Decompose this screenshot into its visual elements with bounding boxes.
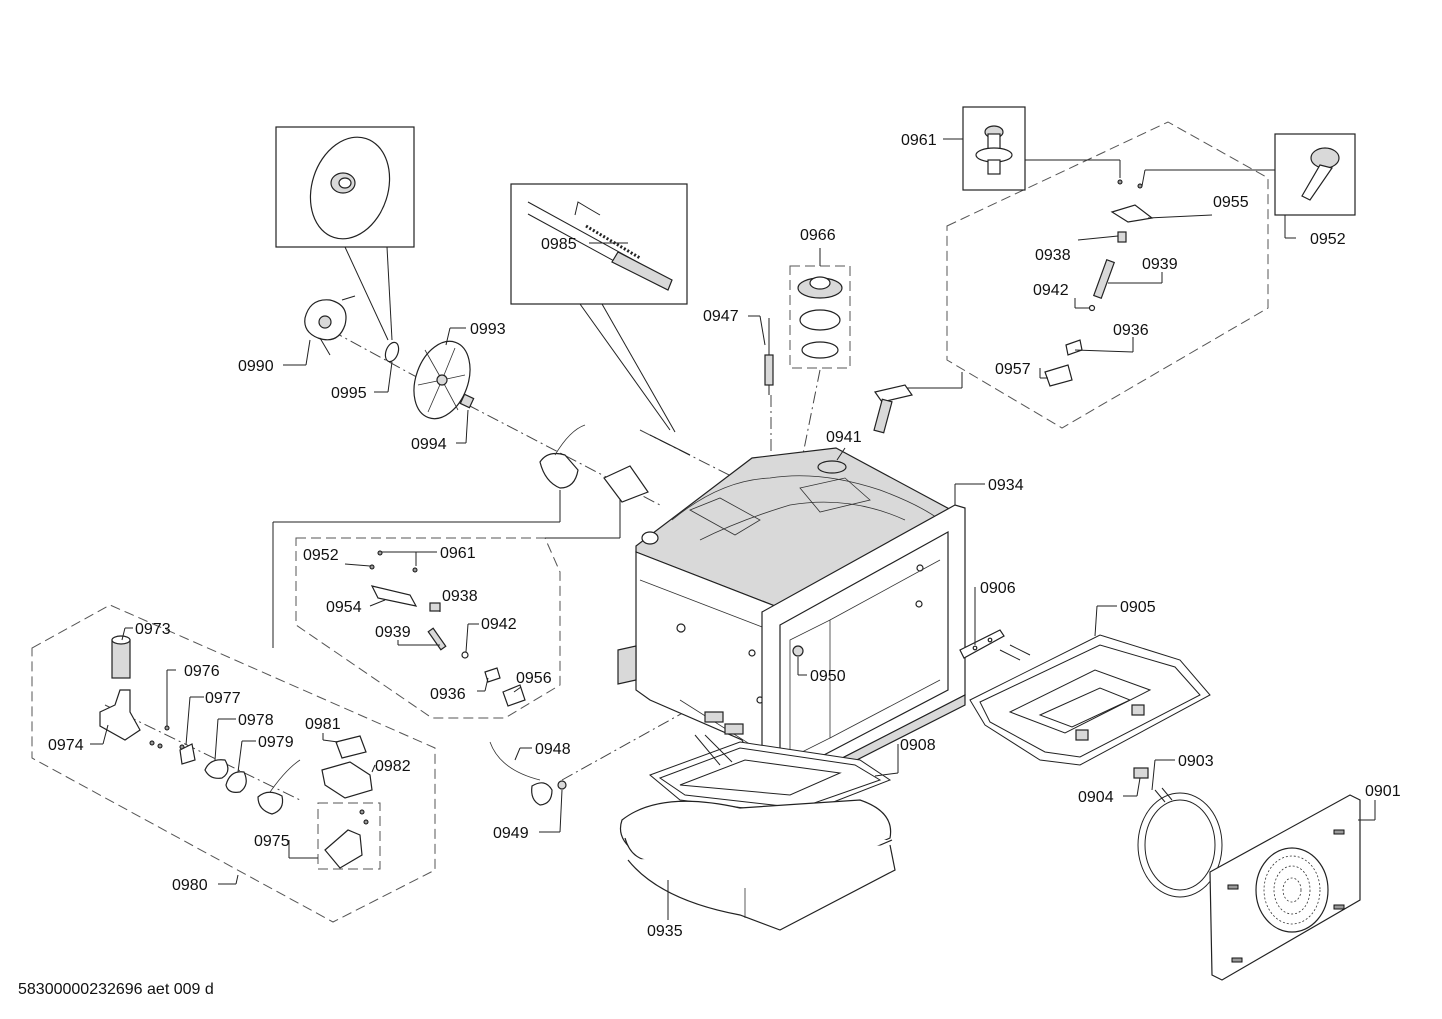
label-0904[interactable]: 0904	[1078, 789, 1114, 806]
label-0995[interactable]: 0995	[331, 385, 367, 402]
bottom-heater-0908	[649, 734, 892, 816]
label-0950[interactable]: 0950	[810, 668, 846, 685]
fan-wheel-0993	[413, 340, 471, 420]
leader-lines	[90, 138, 1376, 920]
label-0982[interactable]: 0982	[375, 758, 411, 775]
grill-heater-0905	[969, 634, 1211, 766]
oven-cavity	[617, 447, 966, 801]
lamp-parts-0966	[797, 276, 843, 359]
label-0947[interactable]: 0947	[703, 308, 739, 325]
label-0976[interactable]: 0976	[184, 663, 220, 680]
fan-motor-0990	[304, 295, 356, 356]
label-0936-left[interactable]: 0936	[430, 686, 466, 703]
label-0994[interactable]: 0994	[411, 436, 447, 453]
label-0978[interactable]: 0978	[238, 712, 274, 729]
group-outline-hinge-left	[295, 537, 561, 719]
label-0908[interactable]: 0908	[900, 737, 936, 754]
label-0973[interactable]: 0973	[135, 621, 171, 638]
nut-0994	[459, 393, 475, 409]
disc-0995	[384, 341, 400, 363]
label-0974[interactable]: 0974	[48, 737, 84, 754]
detail-callout-lines	[272, 159, 1275, 648]
label-0977[interactable]: 0977	[205, 690, 241, 707]
label-0942-right[interactable]: 0942	[1033, 282, 1069, 299]
hinge-part-left	[539, 424, 586, 489]
label-0985[interactable]: 0985	[541, 236, 577, 253]
label-0901[interactable]: 0901	[1365, 783, 1401, 800]
label-0941[interactable]: 0941	[826, 429, 862, 446]
label-0957[interactable]: 0957	[995, 361, 1031, 378]
label-0938-right[interactable]: 0938	[1035, 247, 1071, 264]
label-0961-left[interactable]: 0961	[440, 545, 476, 562]
diagram-code: 58300000232696 aet 009 d	[18, 981, 214, 998]
group-outline-0980	[31, 604, 436, 923]
lamp-seal-0941	[817, 460, 847, 474]
fan-disc-detail	[309, 136, 391, 240]
label-0939-right[interactable]: 0939	[1142, 256, 1178, 273]
hinge-right-parts	[1044, 179, 1154, 387]
label-0936-right[interactable]: 0936	[1113, 322, 1149, 339]
label-0966[interactable]: 0966	[800, 227, 836, 244]
sensor-0947	[764, 318, 774, 395]
label-0942-left[interactable]: 0942	[481, 616, 517, 633]
screw-0952-detail	[1301, 147, 1340, 201]
probe-0985	[649, 434, 691, 456]
door-light-0950	[792, 645, 804, 657]
label-0956[interactable]: 0956	[516, 670, 552, 687]
hinge-bracket-mid	[603, 465, 649, 503]
label-0948[interactable]: 0948	[535, 741, 571, 758]
detail-box-0982	[317, 802, 381, 870]
ring-heater-0903	[1133, 767, 1223, 898]
part-number-labels: 0901 0903 0904 0905 0906 0908 0934 0935 …	[48, 132, 1401, 940]
nut-0949	[557, 780, 567, 790]
label-0990[interactable]: 0990	[238, 358, 274, 375]
label-0993[interactable]: 0993	[470, 321, 506, 338]
label-0981[interactable]: 0981	[305, 716, 341, 733]
label-0934[interactable]: 0934	[988, 477, 1024, 494]
clip-0961-detail	[975, 125, 1013, 175]
label-0954[interactable]: 0954	[326, 599, 362, 616]
label-0906[interactable]: 0906	[980, 580, 1016, 597]
label-0949[interactable]: 0949	[493, 825, 529, 842]
label-0903[interactable]: 0903	[1178, 753, 1214, 770]
label-0961-top[interactable]: 0961	[901, 132, 937, 149]
label-0939-left[interactable]: 0939	[375, 624, 411, 641]
label-0905[interactable]: 0905	[1120, 599, 1156, 616]
hinge-left-parts	[369, 550, 526, 707]
label-0938-left[interactable]: 0938	[442, 588, 478, 605]
thermostat-bracket-top	[873, 384, 914, 434]
door-sensor-0948	[489, 741, 553, 806]
bracket-0906	[959, 629, 1005, 659]
label-0979[interactable]: 0979	[258, 734, 294, 751]
label-0935[interactable]: 0935	[647, 923, 683, 940]
fan-cover-0901	[1209, 794, 1361, 981]
label-0980[interactable]: 0980	[172, 877, 208, 894]
insulation-0935	[619, 799, 896, 931]
label-0952-right[interactable]: 0952	[1310, 231, 1346, 248]
label-0975[interactable]: 0975	[254, 833, 290, 850]
label-0955[interactable]: 0955	[1213, 194, 1249, 211]
label-0952-left[interactable]: 0952	[303, 547, 339, 564]
group-outline-hinge-right	[946, 121, 1269, 429]
probe-0985-detail	[527, 201, 673, 291]
lamp-housing-parts	[99, 635, 373, 869]
